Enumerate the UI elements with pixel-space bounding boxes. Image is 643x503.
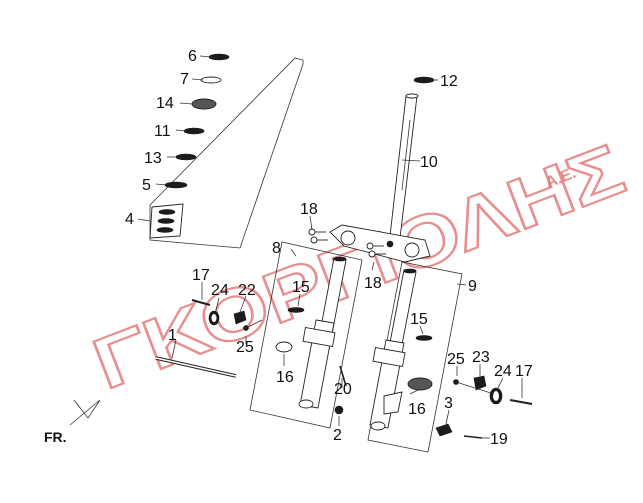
part-11-race: [183, 127, 205, 135]
part-8-axle-hole: [298, 399, 314, 409]
right-fork-group-box: [367, 261, 463, 453]
left-fork-leg: [275, 256, 347, 409]
callout-6: 6: [188, 48, 197, 65]
axle-and-hardware: [155, 299, 533, 439]
part-17-left-pin: [191, 299, 211, 306]
callout-2: 2: [333, 427, 342, 444]
part-10-stem-top: [405, 93, 419, 99]
direction-arrow-icon: [69, 399, 101, 426]
part-22-clip: [233, 310, 247, 325]
part-1-axle-core: [155, 357, 237, 377]
yoke-pivot: [386, 240, 394, 248]
part-10-bottom-yoke: [329, 224, 431, 263]
part-23-clip: [473, 375, 487, 391]
callout-16-right: 16: [408, 401, 426, 418]
part-8-axle-boss: [302, 326, 336, 348]
callout-9: 9: [468, 278, 477, 295]
callout-5: 5: [142, 177, 151, 194]
part-13-race: [175, 153, 197, 161]
callout-24-right: 24: [494, 363, 512, 380]
callout-labels: 1 2 3 4 5 6 7 8 9 10 11 12 13 14 15 15 1…: [125, 48, 533, 448]
part-7-washer: [200, 76, 222, 84]
front-direction-indicator: FR.: [44, 399, 101, 445]
bearing-stack: [149, 53, 230, 239]
part-4-ball-1: [158, 209, 176, 215]
callout-22: 22: [238, 282, 256, 299]
yoke-clamp-left: [340, 230, 356, 246]
callout-25-right: 25: [447, 351, 465, 368]
callout-17-right: 17: [515, 363, 533, 380]
yoke-clamp-right: [404, 242, 420, 258]
watermark: ΓΚΟΡΓΙΟΛΗΣ Α.Ε.: [82, 128, 636, 406]
callout-18-bottom: 18: [364, 275, 382, 292]
part-9-axle-boss: [372, 346, 406, 368]
part-24-left-ring-hole: [211, 314, 217, 322]
callout-4: 4: [125, 211, 134, 228]
part-18-bolts: [308, 228, 386, 258]
part-15-seal-left: [287, 307, 305, 313]
part-17-right-pin: [509, 399, 533, 405]
callout-14: 14: [156, 95, 174, 112]
watermark-name: ΓΚΟΡΓΙΟΛΗΣ: [83, 130, 634, 405]
part-3-clamp: [435, 423, 453, 437]
callout-8: 8: [272, 240, 281, 257]
leader-lines: [137, 55, 523, 439]
callout-17-left: 17: [192, 267, 210, 284]
callout-24-left: 24: [211, 282, 229, 299]
callout-13: 13: [144, 150, 162, 167]
callout-11: 11: [154, 123, 171, 140]
part-4-ball-2: [157, 218, 175, 224]
part-16-cap-right: [407, 377, 433, 391]
callout-16-left: 16: [276, 369, 294, 386]
callout-19: 19: [490, 431, 508, 448]
steering-stem: [329, 76, 435, 263]
part-5-washer: [164, 181, 188, 189]
part-8-tube-cap: [333, 256, 347, 262]
callout-3: 3: [444, 395, 453, 412]
part-9-caliper-mount: [383, 391, 403, 415]
part-2-nut: [334, 405, 344, 415]
right-fork-leg: [369, 268, 433, 431]
part-16-cap-left: [275, 341, 293, 353]
part-24-right-ring-hole: [493, 391, 499, 401]
part-20-bolt: [339, 365, 347, 387]
callout-7: 7: [180, 71, 189, 88]
callout-12: 12: [440, 73, 458, 90]
part-9-tube-cap: [403, 268, 417, 274]
part-19-bolt: [463, 435, 483, 439]
callout-18-top: 18: [300, 201, 318, 218]
part-15-seal-right: [415, 335, 433, 341]
callout-10: 10: [420, 154, 438, 171]
callout-20: 20: [334, 381, 352, 398]
callout-23: 23: [472, 349, 490, 366]
steering-stem-group-box: [149, 57, 304, 249]
callout-15-right: 15: [410, 311, 428, 328]
callout-15-left: 15: [292, 279, 310, 296]
left-fork-group-box: [249, 241, 363, 429]
part-14-cone: [191, 98, 217, 110]
direction-label: FR.: [44, 429, 67, 445]
part-4-ball-3: [156, 227, 174, 233]
callout-25-left: 25: [236, 339, 254, 356]
part-9-axle-hole: [370, 421, 386, 431]
callout-1: 1: [168, 327, 177, 344]
